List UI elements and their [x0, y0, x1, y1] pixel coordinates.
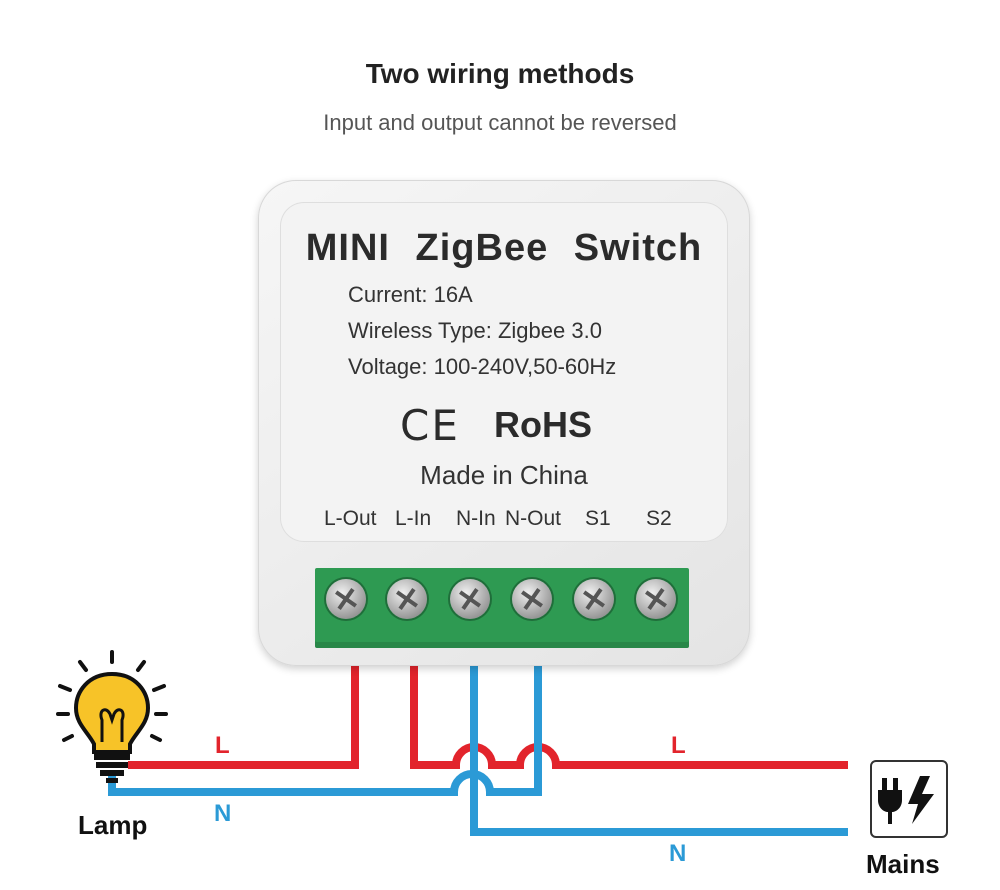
- screw-terminal-s1: [574, 579, 614, 619]
- live-label-left: L: [215, 732, 230, 759]
- terminal-label-n-in: N-In: [456, 507, 496, 530]
- terminal-label-l-in: L-In: [395, 507, 432, 530]
- neutral-label-left: N: [214, 800, 232, 827]
- ce-mark: CE: [400, 401, 460, 450]
- power-plug-icon: [878, 776, 934, 824]
- terminal-label-l-out: L-Out: [324, 507, 377, 530]
- terminal-block: [315, 568, 689, 648]
- mains-icon-box: [870, 760, 948, 838]
- light-bulb-icon: [56, 650, 168, 783]
- spec-voltage: Voltage: 100-240V,50-60Hz: [348, 354, 617, 379]
- device-label-panel: MINI ZigBee Switch Current: 16A Wireless…: [280, 202, 728, 542]
- screw-terminal-l-in: [387, 579, 427, 619]
- neutral-wire-n-in-to-mains: [470, 666, 848, 836]
- spec-wireless-type: Wireless Type: Zigbee 3.0: [348, 318, 602, 343]
- diagram-subtitle: Input and output cannot be reversed: [323, 110, 677, 135]
- mains-caption: Mains: [866, 849, 940, 879]
- screw-terminal-n-out: [512, 579, 552, 619]
- live-wire-lamp-to-l-out: [128, 666, 359, 769]
- screw-terminal-l-out: [326, 579, 366, 619]
- terminal-label-s1: S1: [585, 507, 611, 530]
- spec-current: Current: 16A: [348, 282, 473, 307]
- rohs-mark: RoHS: [494, 404, 592, 445]
- device-name: MINI ZigBee Switch: [305, 227, 703, 269]
- lamp-caption: Lamp: [78, 810, 148, 840]
- screw-terminal-s2: [636, 579, 676, 619]
- terminal-label-s2: S2: [646, 507, 672, 530]
- terminal-label-n-out: N-Out: [505, 507, 562, 530]
- live-label-right: L: [671, 732, 686, 759]
- neutral-label-right: N: [669, 840, 687, 867]
- screw-terminal-n-in: [450, 579, 490, 619]
- origin-text: Made in China: [420, 460, 588, 490]
- diagram-title: Two wiring methods: [365, 58, 635, 89]
- live-wire-l-in-to-mains: [410, 666, 848, 769]
- zigbee-switch-device: MINI ZigBee Switch Current: 16A Wireless…: [258, 180, 750, 666]
